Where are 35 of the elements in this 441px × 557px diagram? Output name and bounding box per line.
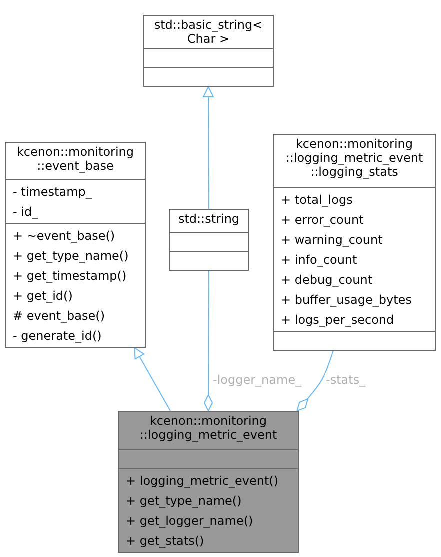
class-member: - timestamp_ <box>12 184 93 201</box>
class-member: + get_id() <box>12 288 74 305</box>
class-box <box>5 142 146 348</box>
class-name: std::string <box>170 210 248 233</box>
class-name: kcenon::monitoring ::logging_metric_event ::logging_stats <box>274 135 435 188</box>
class-member: + error_count <box>280 212 365 229</box>
inheritance-arrow <box>134 348 171 412</box>
class-member: + warning_count <box>280 232 384 249</box>
class-name: kcenon::monitoring ::logging_metric_event <box>119 412 298 450</box>
class-member: + logs_per_second <box>280 312 396 329</box>
class-member: + get_type_name() <box>12 248 130 265</box>
edge-label: -stats_ <box>325 373 367 387</box>
class-member: + debug_count <box>280 272 374 289</box>
class-box <box>143 15 274 87</box>
class-name: kcenon::monitoring ::event_base <box>6 143 145 180</box>
class-member: # event_base() <box>12 308 106 325</box>
class-box <box>273 134 436 351</box>
class-box <box>169 209 249 271</box>
class-member: + buffer_usage_bytes <box>280 292 413 309</box>
inheritance-arrow <box>203 86 214 210</box>
class-member: + get_timestamp() <box>12 268 128 285</box>
class-member: + get_stats() <box>125 533 206 550</box>
aggregation-connector <box>296 350 334 412</box>
class-member: + get_logger_name() <box>125 513 254 530</box>
class-member: + logging_metric_event() <box>125 473 280 490</box>
class-member: + total_logs <box>280 192 354 209</box>
class-member: - id_ <box>12 204 40 221</box>
class-member: + get_type_name() <box>125 493 243 510</box>
class-name: std::basic_string< Char > <box>144 16 273 49</box>
class-member: - generate_id() <box>12 328 103 345</box>
class-member: + ~event_base() <box>12 228 116 245</box>
aggregation-connector <box>204 270 214 412</box>
class-box <box>118 411 299 553</box>
class-member: + info_count <box>280 252 358 269</box>
edge-label: -logger_name_ <box>212 373 303 387</box>
